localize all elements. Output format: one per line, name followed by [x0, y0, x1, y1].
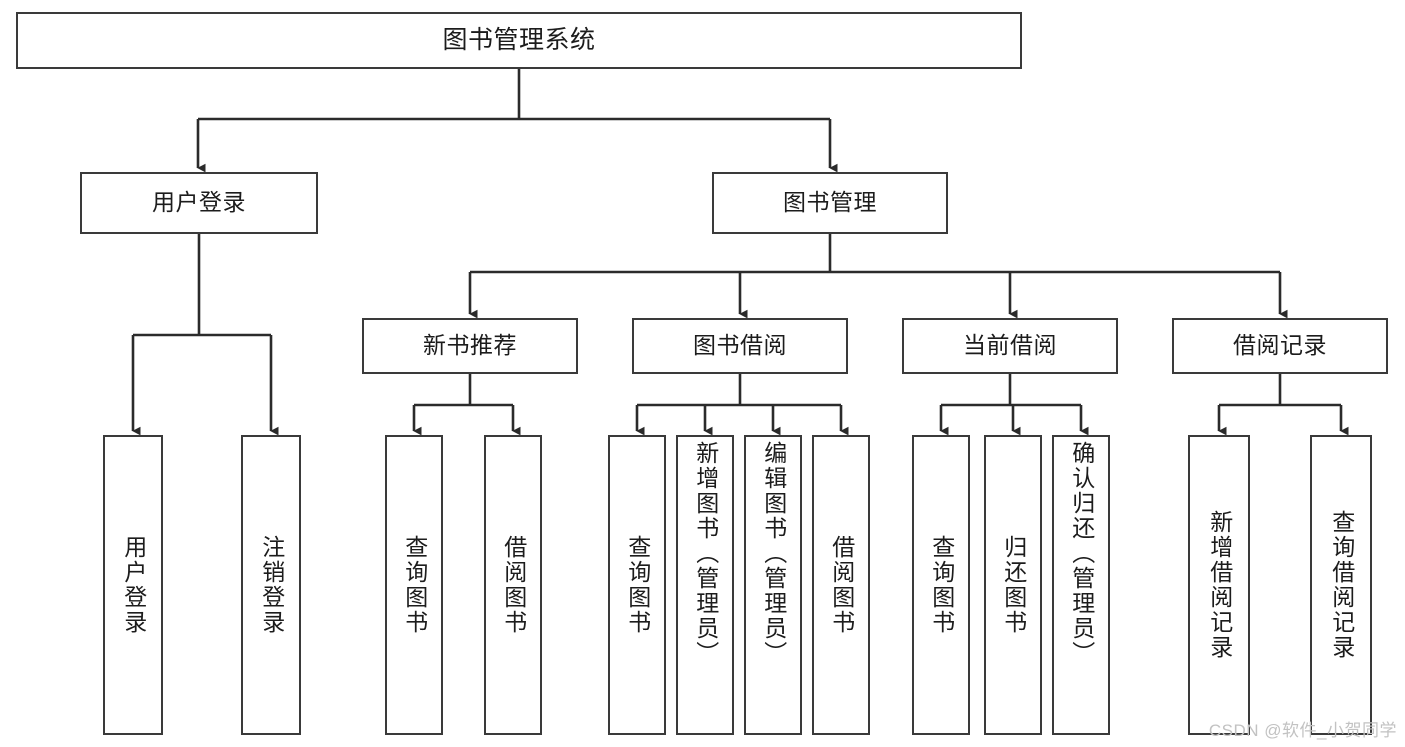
leaf-borrow-book-recommendation[interactable]: 借阅图书: [484, 435, 542, 735]
leaf-query-book-recommendation[interactable]: 查询图书: [385, 435, 443, 735]
leaf-query-book-current[interactable]: 查询图书: [912, 435, 970, 735]
node-user-login[interactable]: 用户登录: [80, 172, 318, 234]
leaf-query-book-borrow[interactable]: 查询图书: [608, 435, 666, 735]
leaf-user-login[interactable]: 用户登录: [103, 435, 163, 735]
watermark: CSDN @软件_小贺同学: [1208, 721, 1397, 740]
node-new-book-recommendation-label: 新书推荐: [423, 332, 517, 359]
node-borrow-record-label: 借阅记录: [1233, 332, 1327, 359]
leaf-edit-book-admin-label: 编辑图书（管理员）: [760, 441, 787, 666]
node-user-login-label: 用户登录: [152, 189, 246, 216]
leaf-query-book-recommendation-label: 查询图书: [401, 535, 428, 635]
leaf-borrow-book-recommendation-label: 借阅图书: [500, 535, 527, 635]
leaf-query-borrow-record-label: 查询借阅记录: [1328, 510, 1355, 660]
node-book-borrow[interactable]: 图书借阅: [632, 318, 848, 374]
node-book-management-label: 图书管理: [783, 189, 877, 216]
leaf-user-login-label: 用户登录: [120, 535, 147, 635]
node-borrow-record[interactable]: 借阅记录: [1172, 318, 1388, 374]
leaf-borrow-book[interactable]: 借阅图书: [812, 435, 870, 735]
leaf-add-borrow-record[interactable]: 新增借阅记录: [1188, 435, 1250, 735]
leaf-return-book-label: 归还图书: [1000, 535, 1027, 635]
node-current-borrow[interactable]: 当前借阅: [902, 318, 1118, 374]
node-new-book-recommendation[interactable]: 新书推荐: [362, 318, 578, 374]
node-book-management[interactable]: 图书管理: [712, 172, 948, 234]
leaf-confirm-return-admin-label: 确认归还（管理员）: [1068, 441, 1095, 666]
leaf-query-borrow-record[interactable]: 查询借阅记录: [1310, 435, 1372, 735]
node-book-borrow-label: 图书借阅: [693, 332, 787, 359]
node-root-label: 图书管理系统: [442, 25, 596, 54]
node-current-borrow-label: 当前借阅: [963, 332, 1057, 359]
leaf-query-book-borrow-label: 查询图书: [624, 535, 651, 635]
leaf-add-borrow-record-label: 新增借阅记录: [1206, 510, 1233, 660]
leaf-add-book-admin-label: 新增图书（管理员）: [692, 441, 719, 666]
leaf-borrow-book-label: 借阅图书: [828, 535, 855, 635]
leaf-query-book-current-label: 查询图书: [928, 535, 955, 635]
leaf-logout-login-label: 注销登录: [258, 535, 285, 635]
node-root[interactable]: 图书管理系统: [16, 12, 1022, 69]
leaf-return-book[interactable]: 归还图书: [984, 435, 1042, 735]
leaf-edit-book-admin[interactable]: 编辑图书（管理员）: [744, 435, 802, 735]
leaf-logout-login[interactable]: 注销登录: [241, 435, 301, 735]
leaf-confirm-return-admin[interactable]: 确认归还（管理员）: [1052, 435, 1110, 735]
leaf-add-book-admin[interactable]: 新增图书（管理员）: [676, 435, 734, 735]
